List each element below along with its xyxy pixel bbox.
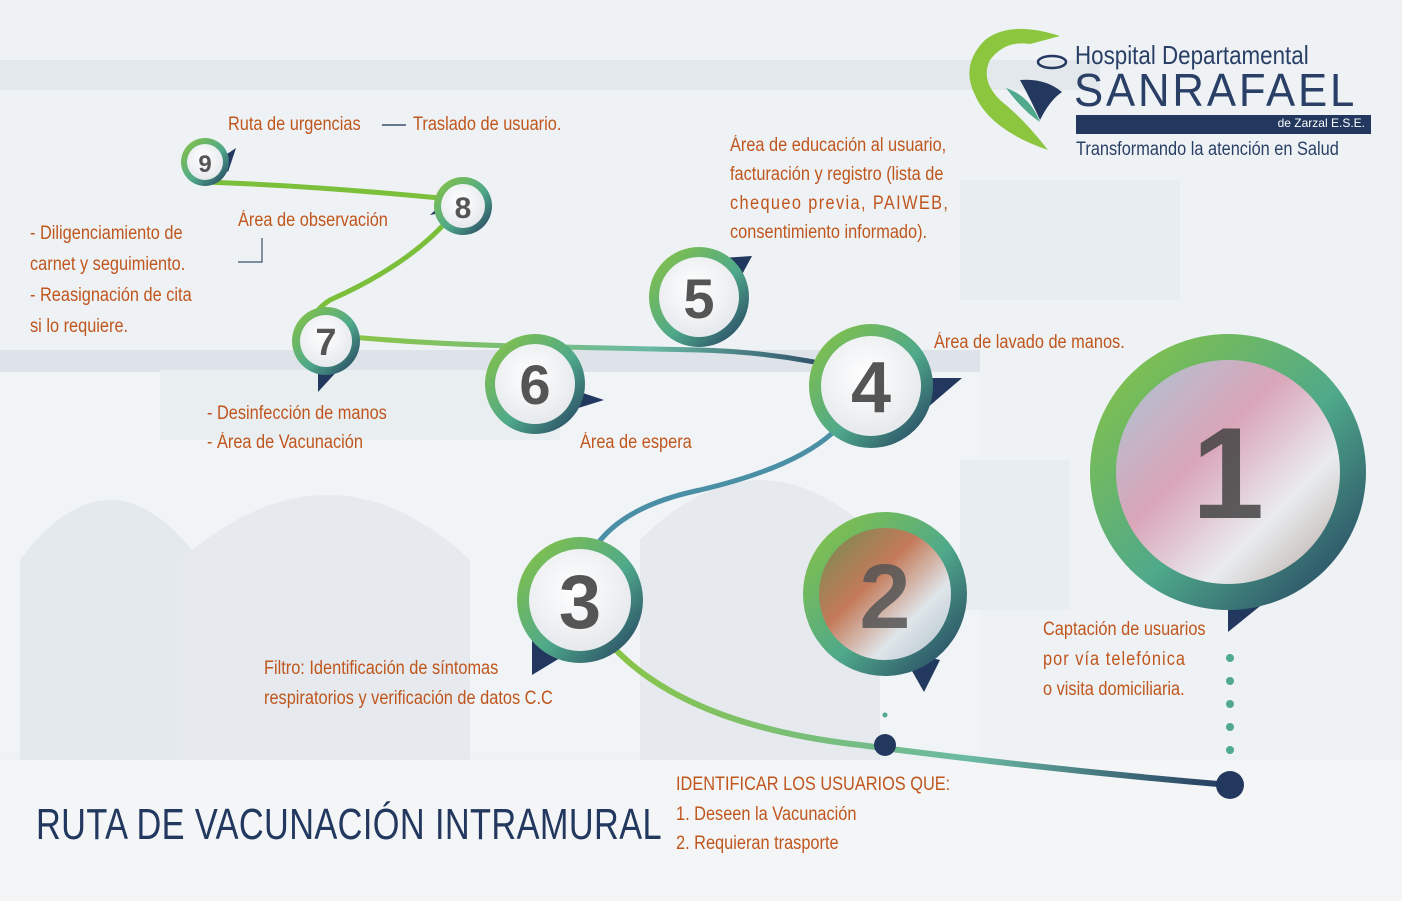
step-4-node: 4 <box>809 324 962 448</box>
step-9-label-a: Ruta de urgencias <box>228 114 361 135</box>
step-4-label: Área de lavado de manos. <box>934 332 1125 353</box>
svg-text:4: 4 <box>851 348 891 428</box>
step-5-label-d: consentimiento informado). <box>730 222 928 243</box>
step-5-label-a: Área de educación al usuario, <box>730 135 947 156</box>
page-title: RUTA DE VACUNACIÓN INTRAMURAL <box>36 800 662 849</box>
step-1-label-c: o visita domiciliaria. <box>1043 679 1185 700</box>
step-9-node: 9 <box>181 138 236 186</box>
note-left-line: - Diligenciamiento de <box>30 223 183 244</box>
step-1-node: 1 <box>1090 334 1366 632</box>
note-left-line: carnet y seguimiento. <box>30 254 186 275</box>
logo-tagline: Transformando la atención en Salud <box>1076 139 1339 160</box>
step-8-label: Área de observación <box>238 210 388 231</box>
svg-text:9: 9 <box>198 151 211 178</box>
svg-text:2: 2 <box>859 546 910 648</box>
logo-bar-text: de Zarzal E.S.E. <box>1277 116 1365 130</box>
note-left-line: si lo requiere. <box>30 316 129 337</box>
logo-san: SAN <box>1074 64 1173 116</box>
step-5-node: 5 <box>649 247 752 347</box>
step-6-label: Área de espera <box>580 432 692 453</box>
logo-hospital-name: Hospital Departamental <box>1075 40 1309 70</box>
step-7-node: 7 <box>292 307 360 392</box>
identify-item: 1. Deseen la Vacunación <box>676 804 857 825</box>
step-9-label-b: Traslado de usuario. <box>413 114 562 135</box>
svg-text:5: 5 <box>683 267 714 330</box>
logo-rafael: RAFAEL <box>1172 64 1358 116</box>
logo-bar: de Zarzal E.S.E. <box>1076 115 1371 134</box>
step-7-label-a: - Desinfección de manos <box>207 403 387 424</box>
step-3-label-b: respiratorios y verificación de datos C.… <box>264 688 553 709</box>
step-3-node: 3 <box>517 537 643 675</box>
step-3-label-a: Filtro: Identificación de síntomas <box>264 658 499 679</box>
step-1-label-a: Captación de usuarios <box>1043 619 1206 640</box>
step-5-label-c: chequeo previa, PAIWEB, <box>730 193 950 214</box>
note-left-line: - Reasignación de cita <box>30 285 192 306</box>
step-8-node: 8 <box>430 177 492 235</box>
svg-text:3: 3 <box>559 560 601 645</box>
svg-text:7: 7 <box>315 322 336 364</box>
identify-heading: IDENTIFICAR LOS USUARIOS QUE: <box>676 774 951 795</box>
svg-text:1: 1 <box>1192 400 1264 546</box>
step-6-node: 6 <box>485 334 604 434</box>
svg-text:6: 6 <box>519 353 550 416</box>
step-1-label-b: por vía telefónica <box>1043 649 1187 670</box>
svg-text:8: 8 <box>455 192 472 225</box>
step-5-label-b: facturación y registro (lista de <box>730 164 944 185</box>
logo-san-rafael: SANRAFAEL <box>1074 63 1357 117</box>
step-7-label-b: - Área de Vacunación <box>207 432 363 453</box>
step-2-node: 2 <box>803 512 967 692</box>
identify-item: 2. Requieran trasporte <box>676 833 839 854</box>
